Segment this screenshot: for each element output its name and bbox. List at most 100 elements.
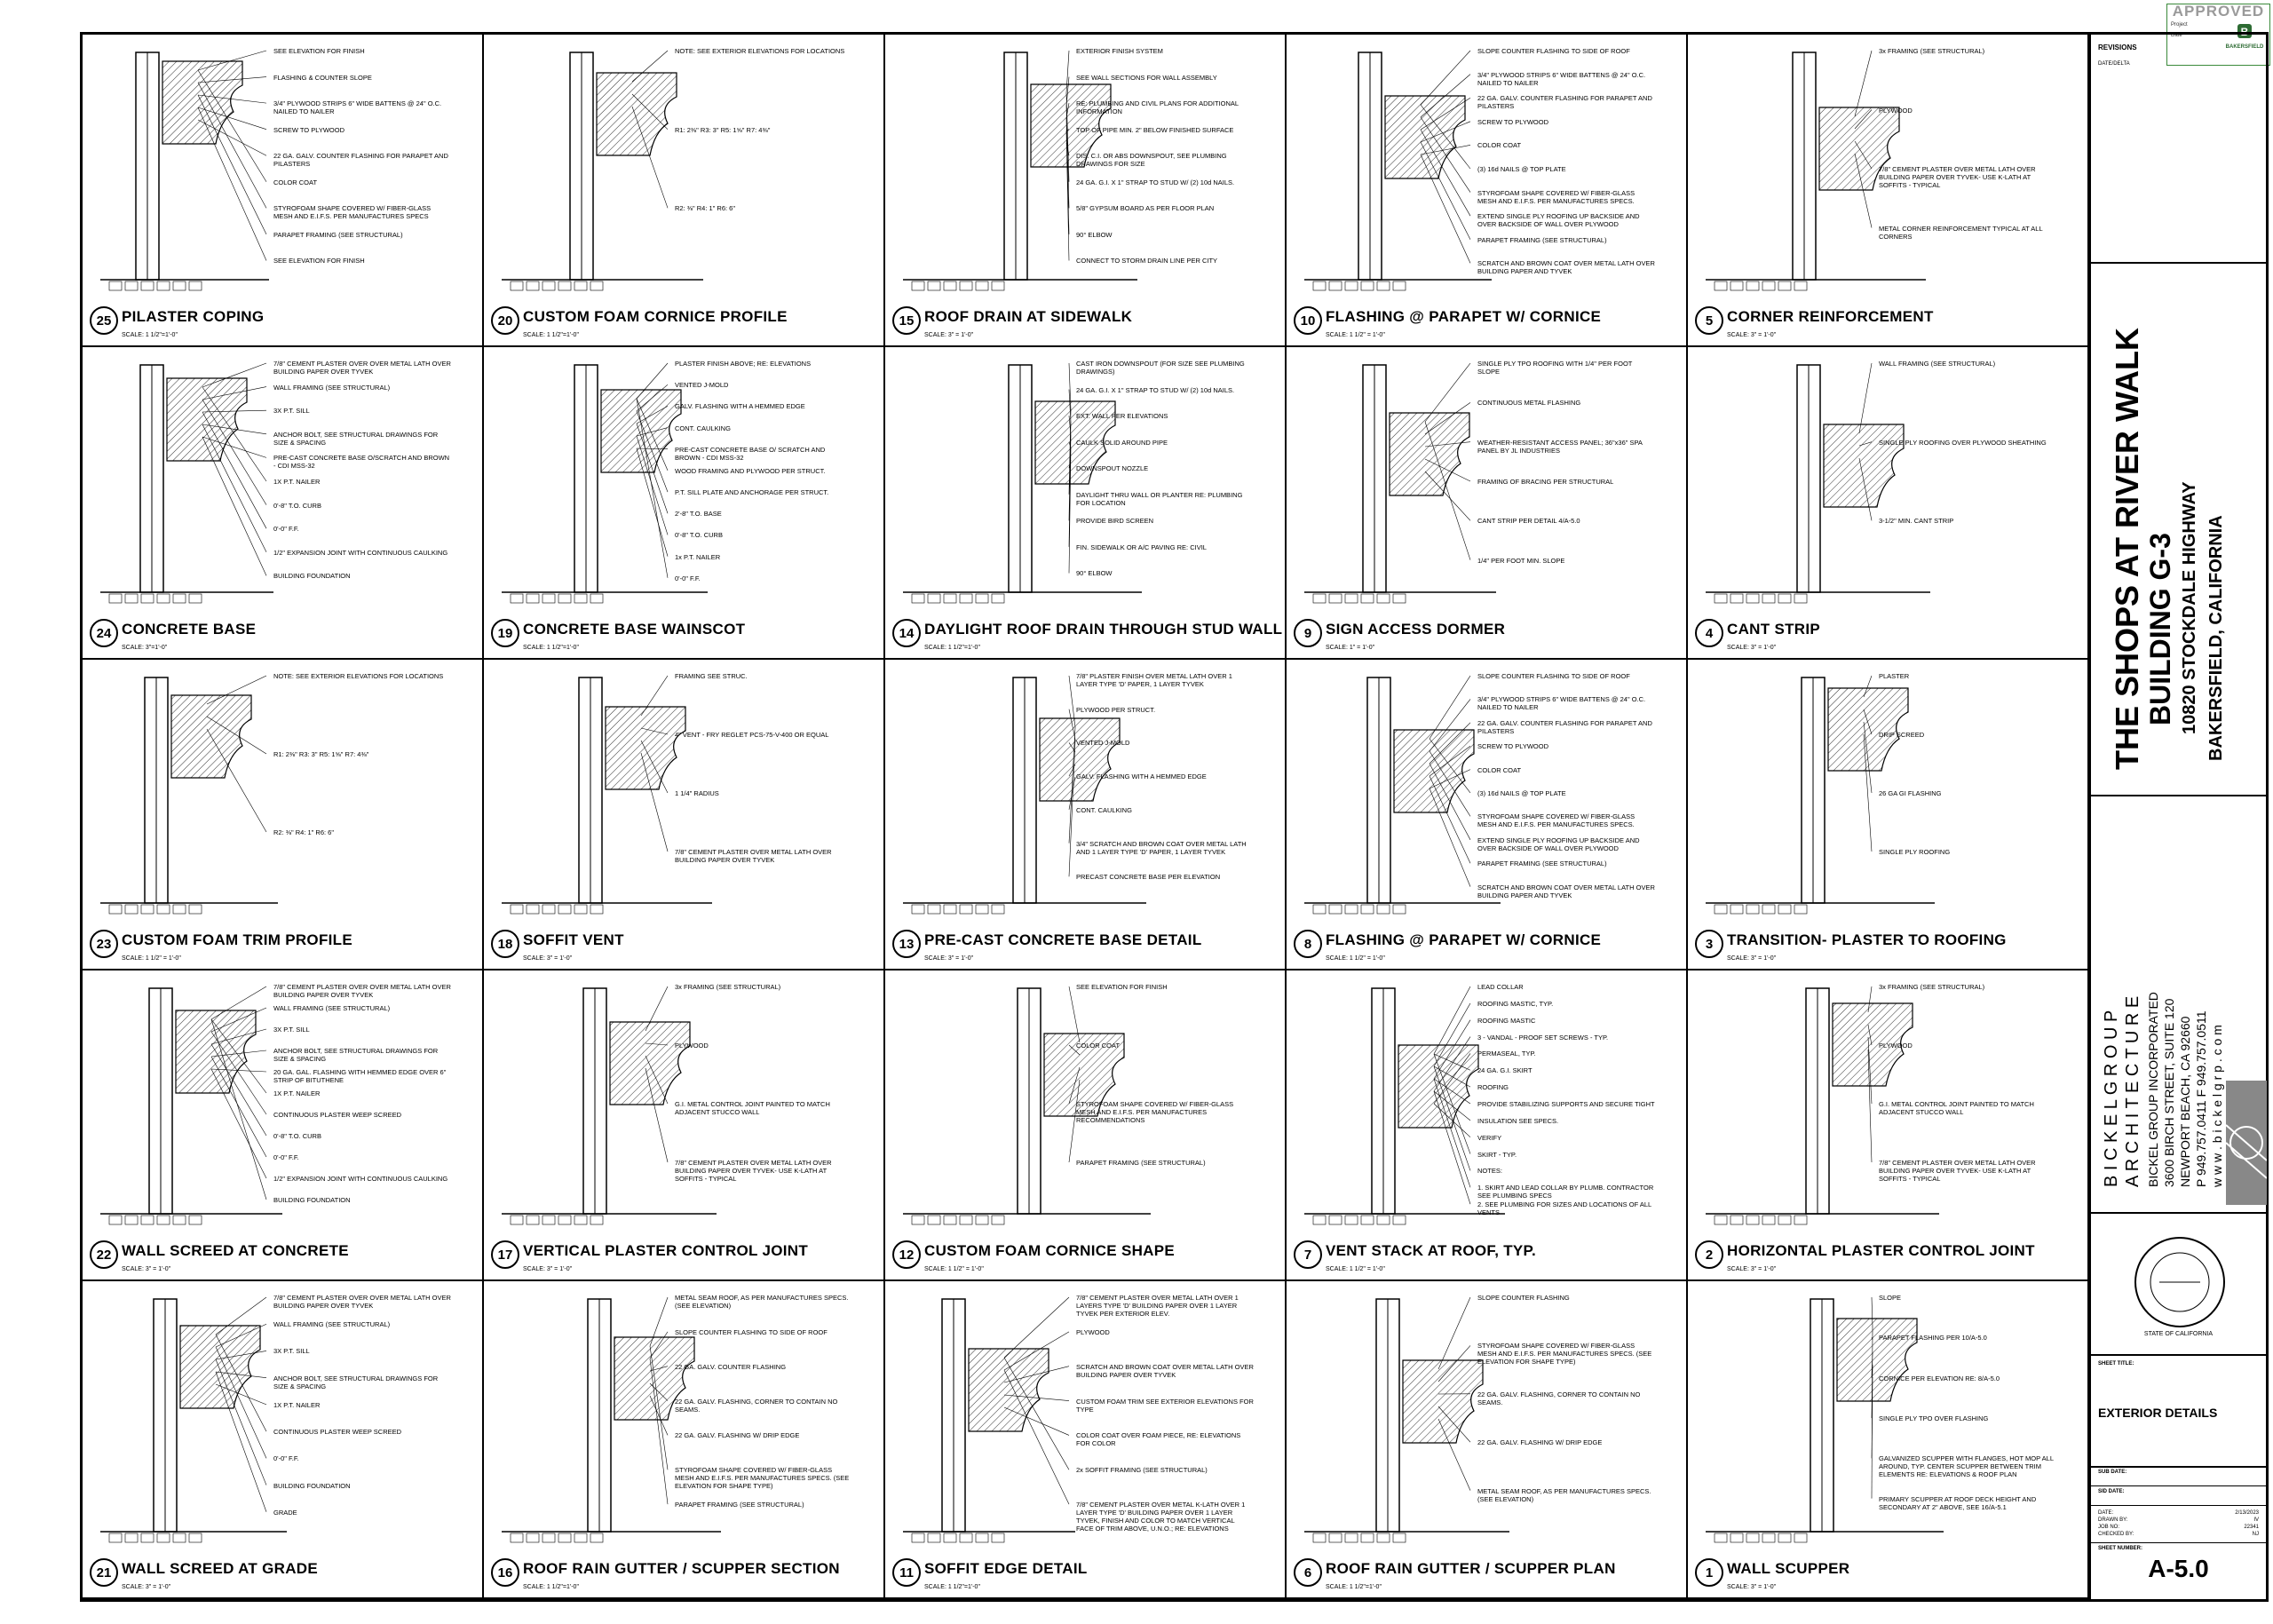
detail-note: TOP OF PIPE MIN. 2" BELOW FINISHED SURFA… — [1076, 125, 1234, 134]
detail-note: 24 GA. G.I. X 1" STRAP TO STUD W/ (2) 10… — [1076, 385, 1235, 394]
detail-note: ROOFING — [1477, 1083, 1509, 1092]
detail-title: WALL SCUPPER — [1727, 1560, 1850, 1577]
detail-16: METAL SEAM ROOF, AS PER MANUFACTURES SPE… — [484, 1281, 885, 1599]
detail-note: CONT. CAULKING — [675, 424, 731, 432]
detail-note: 20 GA. GAL. FLASHING WITH HEMMED EDGE OV… — [273, 1068, 447, 1084]
detail-drawing — [1304, 50, 1492, 291]
detail-drawing — [903, 362, 1142, 604]
project-address: 10820 STOCKDALE HIGHWAY — [2180, 481, 2199, 734]
detail-title: FLASHING @ PARAPET W/ CORNICE — [1326, 308, 1602, 325]
detail-note: 1X P.T. NAILER — [273, 1400, 321, 1409]
detail-note: WEATHER-RESISTANT ACCESS PANEL; 36"x36" … — [1477, 438, 1643, 455]
detail-21: 7/8" CEMENT PLASTER OVER OVER METAL LATH… — [83, 1281, 484, 1599]
project-name: THE SHOPS AT RIVER WALK — [2109, 327, 2145, 770]
detail-number: 25 — [90, 306, 118, 335]
detail-title: WALL SCREED AT GRADE — [122, 1560, 319, 1577]
detail-number: 13 — [892, 930, 921, 958]
detail-note: 26 GA GI FLASHING — [1879, 789, 1942, 797]
detail-title: CONCRETE BASE — [122, 621, 257, 638]
detail-note: R2: ⅜" R4: 1" R6: 6" — [273, 828, 335, 836]
detail-note: 3/4" PLYWOOD STRIPS 6" WIDE BATTENS @ 24… — [1477, 695, 1646, 712]
firm-legal: BICKEL GROUP INCORPORATED — [2146, 992, 2160, 1187]
detail-note: COLOR COAT — [1477, 765, 1522, 774]
detail-number: 2 — [1695, 1240, 1723, 1269]
detail-title: VERTICAL PLASTER CONTROL JOINT — [523, 1242, 809, 1259]
detail-number: 18 — [491, 930, 519, 958]
detail-note: SCREW TO PLYWOOD — [273, 125, 345, 134]
firm-citystate: NEWPORT BEACH, CA 92660 — [2178, 1016, 2192, 1187]
firm-block: B I C K E L G R O U P A R C H I T E C T … — [2091, 796, 2267, 1214]
firm-website[interactable]: w w w . b i c k e l g r p . c o m — [2210, 1025, 2224, 1187]
detail-note: EXTERIOR FINISH SYSTEM — [1076, 47, 1163, 55]
detail-note: ROOFING MASTIC, TYP. — [1477, 999, 1554, 1008]
detail-drawing — [1706, 986, 1939, 1225]
firm-logo-icon — [2226, 1081, 2267, 1205]
detail-note: BUILDING FOUNDATION — [273, 1481, 351, 1490]
detail-number: 17 — [491, 1240, 519, 1269]
detail-note: PROVIDE BIRD SCREEN — [1076, 517, 1154, 526]
detail-note: 1X P.T. NAILER — [273, 478, 321, 486]
detail-scale: SCALE: 3" = 1'-0" — [1727, 955, 1777, 962]
detail-note: STYROFOAM SHAPE COVERED W/ FIBER-GLASS M… — [1076, 1100, 1234, 1124]
detail-20: NOTE: SEE EXTERIOR ELEVATIONS FOR LOCATI… — [484, 35, 885, 347]
firm-street: 3600 BIRCH STREET, SUITE 120 — [2162, 998, 2176, 1187]
detail-note: G.I. METAL CONTROL JOINT PAINTED TO MATC… — [675, 1100, 830, 1116]
detail-title: CONCRETE BASE WAINSCOT — [523, 621, 746, 638]
detail-note: VERIFY — [1477, 1133, 1502, 1142]
detail-scale: SCALE: 1" = 1'-0" — [1326, 645, 1375, 651]
detail-note: VENTED J-MOLD — [675, 381, 729, 390]
firm-sub: A R C H I T E C T U R E — [2123, 995, 2142, 1187]
detail-note: PARAPET FRAMING (SEE STRUCTURAL) — [1477, 235, 1607, 244]
detail-note: STYROFOAM SHAPE COVERED W/ FIBER-GLASS M… — [675, 1466, 850, 1491]
detail-drawing — [1706, 362, 1930, 604]
detail-note: 22 GA. GALV. FLASHING, CORNER TO CONTAIN… — [1477, 1390, 1641, 1406]
detail-note: SCRATCH AND BROWN COAT OVER METAL LATH O… — [1477, 883, 1655, 899]
detail-scale: SCALE: 1 1/2" = 1'-0" — [1326, 1266, 1385, 1272]
detail-note: 7/8" CEMENT PLASTER OVER METAL LATH OVER… — [675, 1159, 832, 1183]
detail-scale: SCALE: 1 1/2" = 1'-0" — [924, 1266, 984, 1272]
detail-note: 3X P.T. SILL — [273, 1347, 310, 1356]
detail-9: SINGLE PLY TPO ROOFING WITH 1/4" PER FOO… — [1287, 347, 1688, 660]
detail-note: SCRATCH AND BROWN COAT OVER METAL LATH O… — [1076, 1362, 1254, 1379]
detail-drawing — [1706, 1296, 1944, 1543]
building-name: BUILDING G-3 — [2144, 533, 2176, 725]
detail-note: SLOPE COUNTER FLASHING TO SIDE OF ROOF — [675, 1327, 828, 1336]
detail-note: SEE ELEVATION FOR FINISH — [273, 257, 365, 265]
detail-note: DOWNSPOUT NOZZLE — [1076, 464, 1149, 473]
detail-scale: SCALE: 3" = 1'-0" — [1727, 645, 1777, 651]
detail-drawing — [1706, 675, 1935, 915]
detail-note: LEAD COLLAR — [1477, 983, 1524, 991]
detail-title: TRANSITION- PLASTER TO ROOFING — [1727, 931, 2007, 948]
detail-scale: SCALE: 1 1/2" = 1'-0" — [122, 955, 181, 962]
stamp-field-project: Project — [2171, 22, 2188, 28]
detail-note: 4" VENT - FRY REGLET PCS-75-V-400 OR EQU… — [675, 731, 829, 739]
detail-note: PRE-CAST CONCRETE BASE O/SCRATCH AND BRO… — [273, 454, 450, 471]
detail-note: GALVANIZED SCUPPER WITH FLANGES, HOT MOP… — [1879, 1454, 2054, 1479]
detail-note: INSULATION SEE SPECS. — [1477, 1116, 1559, 1125]
detail-note: 2x SOFFIT FRAMING (SEE STRUCTURAL) — [1076, 1466, 1208, 1475]
job-label: JOB NO: — [2098, 1525, 2120, 1530]
detail-title: SOFFIT EDGE DETAIL — [924, 1560, 1088, 1577]
detail-note: 22 GA. GALV. COUNTER FLASHING FOR PARAPE… — [1477, 94, 1652, 111]
detail-number: 6 — [1294, 1558, 1322, 1587]
detail-note: 24 GA. G.I. X 1" STRAP TO STUD W/ (2) 10… — [1076, 178, 1235, 186]
detail-note: 0'-8" T.O. CURB — [675, 531, 723, 540]
detail-number: 4 — [1695, 619, 1723, 647]
detail-note: SLOPE — [1879, 1294, 1902, 1302]
detail-note: SCREW TO PLYWOOD — [1477, 117, 1549, 126]
detail-note: ANCHOR BOLT, SEE STRUCTURAL DRAWINGS FOR… — [273, 1374, 439, 1390]
detail-scale: SCALE: 3" = 1'-0" — [122, 1584, 171, 1590]
detail-note: 90° ELBOW — [1076, 569, 1113, 578]
detail-note: CONNECT TO STORM DRAIN LINE PER CITY — [1076, 257, 1218, 265]
detail-scale: SCALE: 1 1/2"=1'-0" — [523, 645, 579, 651]
detail-note: 22 GA. GALV. FLASHING W/ DRIP EDGE — [675, 1431, 800, 1440]
detail-note: SINGLE PLY ROOFING — [1879, 848, 1951, 856]
revisions-title: REVISIONS — [2098, 44, 2137, 51]
detail-note: 0'-0" F.F. — [675, 574, 701, 582]
detail-note: PLYWOOD — [1879, 1042, 1913, 1050]
drawn-value: IV — [2253, 1517, 2259, 1523]
